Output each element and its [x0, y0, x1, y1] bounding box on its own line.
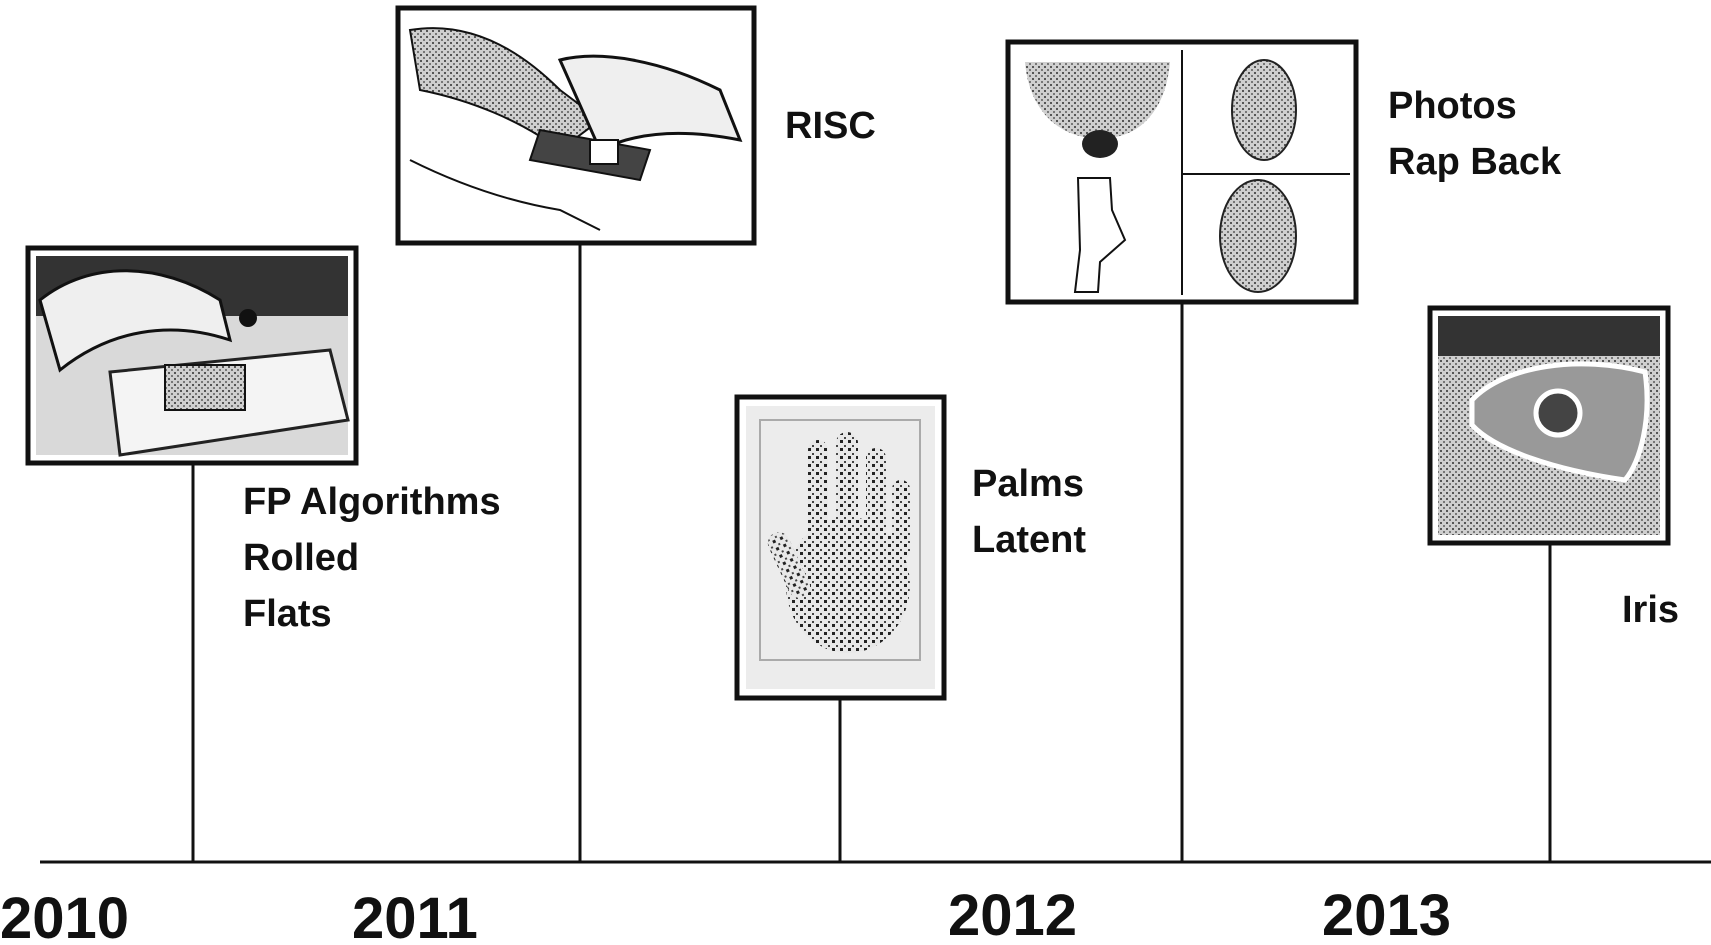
fp-label-3: Flats [243, 593, 332, 635]
eye-iris-picture [1430, 308, 1668, 543]
fp-label-2: Rolled [243, 537, 359, 579]
mugshot-faces-picture [1008, 42, 1356, 302]
risc-label: RISC [785, 105, 876, 147]
palm-print-picture [737, 397, 944, 698]
fp-label-1: FP Algorithms [243, 481, 501, 523]
year-label-2012: 2012 [948, 883, 1077, 945]
fingerprint-scanner-picture [28, 248, 356, 463]
photos-label-1: Photos [1388, 85, 1517, 127]
palms-label-2: Latent [972, 519, 1086, 561]
photos-label-2: Rap Back [1388, 141, 1562, 183]
palms-label-1: Palms [972, 463, 1084, 505]
year-label-2011: 2011 [352, 886, 478, 945]
iris-label: Iris [1622, 589, 1679, 631]
mobile-fingerprint-device-picture [398, 8, 754, 243]
year-label-2010: 2010 [0, 886, 129, 945]
year-label-2013: 2013 [1322, 883, 1451, 945]
